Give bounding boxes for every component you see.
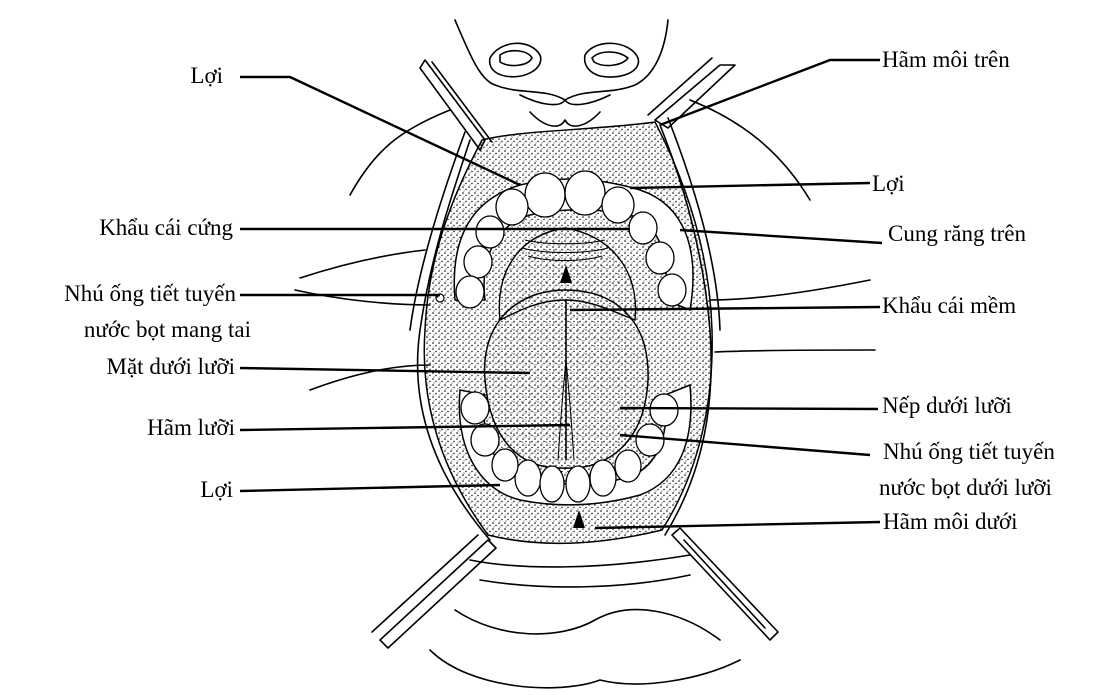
label-ham-moi-tren: Hãm môi trên — [882, 46, 1010, 73]
upper-left-retractor — [420, 60, 485, 150]
label-mat-duoi-luoi: Mặt dưới lưỡi — [107, 353, 235, 380]
label-khau-cai-cung: Khẩu cái cứng — [99, 214, 233, 241]
lower-left-retractor — [380, 540, 496, 648]
label-loi-bottom: Lợi — [200, 476, 233, 503]
label-ham-luoi: Hãm lưỡi — [147, 414, 235, 441]
label-khau-cai-mem: Khẩu cái mềm — [882, 292, 1016, 319]
label-nep-duoi-luoi: Nếp dưới lưỡi — [882, 392, 1012, 419]
label-nhu-ong-duoi-luoi-line1: Nhú ống tiết tuyến — [883, 438, 1055, 465]
label-cung-rang-tren: Cung răng trên — [888, 220, 1026, 247]
nose-outline — [455, 20, 668, 100]
upper-right-retractor — [655, 65, 735, 128]
label-nhu-ong-mang-tai-line1: Nhú ống tiết tuyến — [64, 280, 236, 307]
label-loi-top: Lợi — [190, 62, 223, 89]
label-nhu-ong-mang-tai-line2: nước bọt mang tai — [84, 316, 251, 343]
label-nhu-ong-duoi-luoi-line2: nước bọt dưới lưỡi — [879, 474, 1052, 501]
label-loi-right: Lợi — [872, 170, 905, 197]
label-ham-moi-duoi: Hãm môi dưới — [883, 508, 1018, 535]
